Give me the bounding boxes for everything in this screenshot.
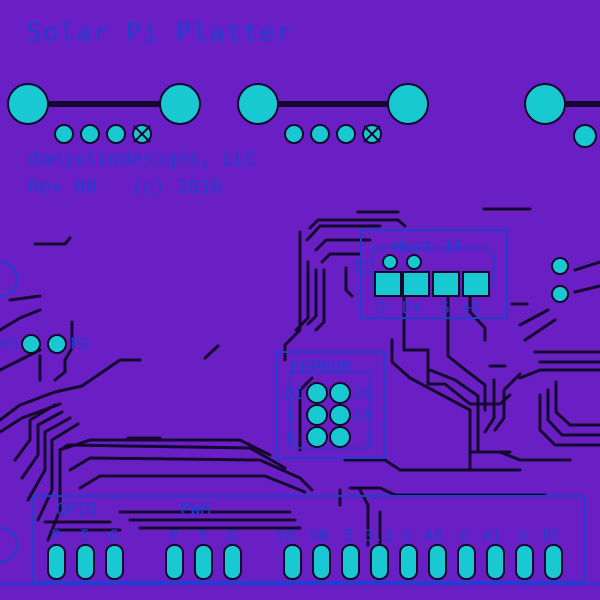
pwm-pin-p: P [169, 526, 179, 545]
chg-label: HG [0, 334, 20, 353]
eeprom-pin-di: DI [284, 384, 304, 403]
pin-g1: G [402, 526, 412, 545]
eeprom-label: EEPROM [290, 358, 352, 378]
revision-line: Rev 00 (c) 2016 [28, 176, 222, 198]
pin-vb: VB [309, 526, 329, 545]
pg-label: PG [70, 334, 90, 353]
pin-a1: A1 [482, 526, 502, 545]
eeprom-pin-do: DO [354, 384, 374, 403]
host-pin-dminus: D- [376, 298, 396, 317]
pin-5: 5 [344, 526, 354, 545]
gpio-pin-p: P [51, 526, 61, 545]
gpio-label: GPIO [56, 500, 97, 520]
pwm-label: PWM [180, 500, 211, 520]
pin-pc: PC [542, 526, 562, 545]
host-pin-g: G [440, 298, 450, 317]
pin-g3: G [518, 526, 528, 545]
silkscreen-outlines [32, 229, 585, 583]
company-name: danjuliodesigns, LLC [28, 148, 257, 170]
gpio-pin-5: 5 [80, 526, 90, 545]
pwm-pin-5: 5 [198, 526, 208, 545]
pin-vd: VD [276, 526, 296, 545]
host-pin-dplus: D+ [402, 298, 422, 317]
eeprom-pin-3: 3 [364, 428, 374, 447]
revision: Rev 00 [28, 176, 97, 198]
host-if-label: Host IF [392, 237, 464, 257]
pwm-pin-g: G [227, 526, 237, 545]
copper-traces [0, 101, 600, 547]
pin-a0: A0 [424, 526, 444, 545]
eeprom-pin-ck: CK [354, 406, 374, 425]
host-if-pads [374, 271, 490, 297]
large-pads [7, 83, 597, 148]
host-pin-5v: +5 [462, 298, 482, 317]
pin-g2: G [460, 526, 470, 545]
eeprom-pads [306, 382, 351, 448]
pin-3v3: 3.3 [364, 526, 393, 545]
eeprom-pin-s: S [286, 406, 296, 425]
header-pads [47, 544, 563, 580]
eeprom-pin-g: G [286, 428, 296, 447]
copyright: (c) 2016 [130, 176, 223, 198]
board-title: Solar Pi Platter [26, 18, 293, 48]
gpio-pin-g: G [109, 526, 119, 545]
